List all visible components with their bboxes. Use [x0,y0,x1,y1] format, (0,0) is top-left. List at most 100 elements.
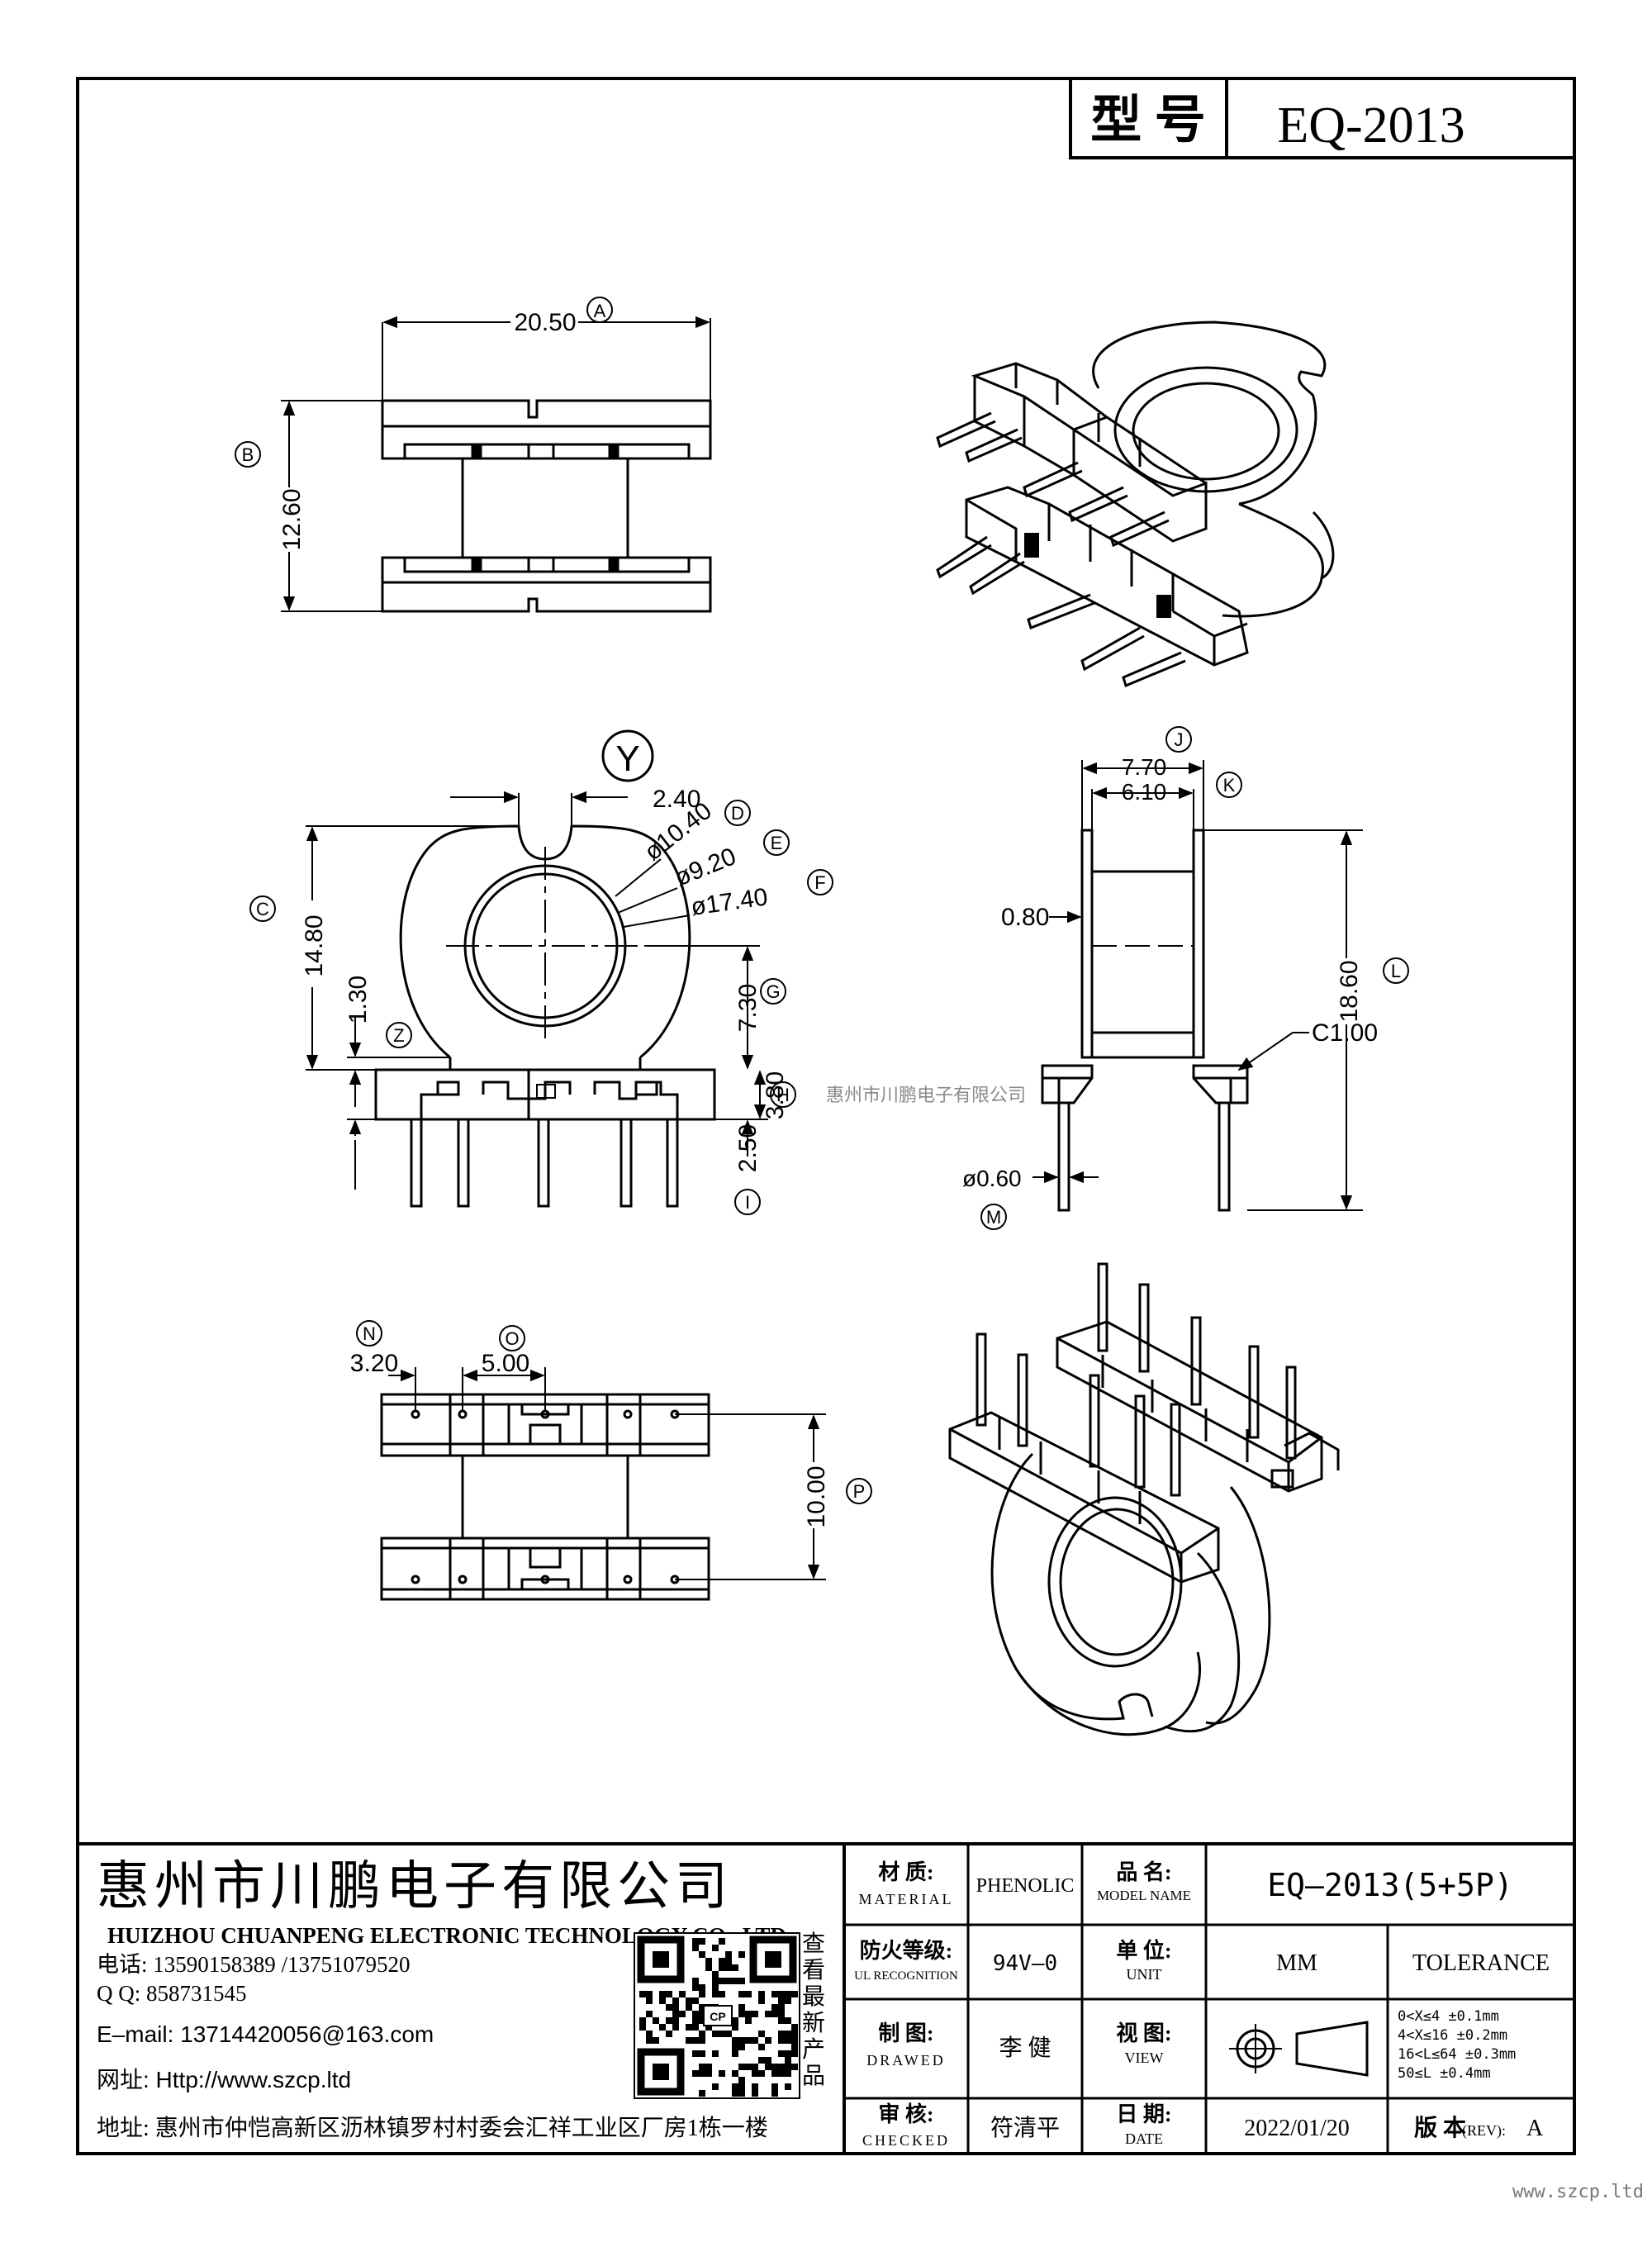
tag-p-circle [846,1478,872,1504]
qr-module [791,2031,798,2037]
qr-module [712,2031,719,2037]
qr-module [785,1997,791,2004]
tag-c-circle [249,895,276,922]
tol-row-1: 0<X≤4 ±0.1mm [1398,2008,1499,2025]
qr-module [745,2037,752,2044]
side-view-labels: 7.70 J 6.10 K 0.80 18.60 L C1.00 ø0.60 M [962,726,1409,1230]
qr-module [791,2050,798,2057]
qr-module [666,2031,672,2037]
dim-i: 2.50 [734,1124,762,1172]
qr-module [659,2024,666,2031]
tag-n: N [363,1323,376,1344]
qr-module [699,2031,705,2037]
qr-module [725,1951,732,1958]
material-label-en: MATERIAL [859,1891,954,1907]
dim-p: 10.00 [803,1465,830,1527]
dim-l: 18.60 [1336,960,1363,1022]
qr-module [699,1984,705,1991]
rev-small-label: (REV): [1462,2122,1506,2140]
tag-b: B [242,444,254,465]
qr-module [791,1991,798,1997]
tag-g-circle [760,978,786,1005]
qr-module [646,2031,653,2037]
qr-module [699,2037,705,2044]
qr-caption-2: 看 [802,1957,825,1983]
qr-module [699,2050,705,2057]
tag-o: O [505,1328,519,1349]
company-web: 网址: Http://www.szcp.ltd [97,2067,351,2092]
qr-module [672,1997,679,2004]
qr-module [771,1991,778,1997]
tol-row-4: 50≤L ±0.4mm [1398,2065,1491,2082]
qr-module [791,2037,798,2044]
projection-symbol [1229,2021,1369,2077]
tol-row-2: 4<X≤16 ±0.2mm [1398,2027,1507,2044]
model-name-value: EQ–2013(5+5P) [1267,1867,1512,1903]
qr-module [712,2083,719,2090]
tag-j: J [1175,729,1184,750]
tag-a-circle [586,297,613,323]
bottom-view [380,1367,826,1601]
rev-value: A [1526,2116,1544,2141]
qr-module [778,1991,785,1997]
dim-wall: 0.80 [1001,904,1049,931]
qr-module [771,2083,778,2090]
qr-module [732,2083,738,2090]
qr-module [785,2017,791,2024]
qr-module [758,2070,765,2077]
dim-g: 7.30 [734,984,762,1032]
tag-l: L [1391,961,1401,981]
qr-module [791,2064,798,2070]
qr-caption-4: 新 [802,2010,825,2036]
qr-module [778,2017,785,2024]
qr-module [785,2050,791,2057]
qr-module [692,2037,699,2044]
drawn-value: 李 健 [999,2035,1051,2061]
qr-module [639,2024,646,2031]
qr-module [758,2057,765,2064]
bottom-view-labels: N 3.20 O 5.00 10.00 P [350,1320,872,1528]
qr-module [732,2090,738,2097]
qr-module [758,1991,765,1997]
material-value: PHENOLIC [976,1875,1075,1897]
qr-module [732,1978,738,1984]
tag-c: C [256,899,269,919]
tag-h: H [776,1085,790,1105]
tag-i: I [745,1192,750,1213]
dim-slot: 2.40 [653,786,700,813]
tag-m-circle [980,1204,1007,1230]
site-footer: www.szcp.ltd [1512,2182,1644,2202]
qr-caption-1: 查 [802,1931,825,1957]
qr-module [785,2031,791,2037]
qr-module [758,2031,765,2037]
model-label: 型 号 [1090,93,1206,149]
tag-l-circle [1383,957,1409,984]
qr-module [659,1991,666,1997]
qr-module [699,2004,705,2011]
tag-h-circle [770,1081,796,1108]
qr-module [666,2017,672,2024]
tag-o-circle [499,1325,525,1351]
qr-module [692,2024,699,2031]
tag-p: P [853,1481,866,1502]
qr-module [732,2070,738,2077]
dim-f: ø17.40 [689,883,769,921]
qr-caption-6: 品 [802,2064,825,2089]
qr-module [699,2017,705,2024]
date-label-en: DATE [1125,2130,1163,2147]
qr-module [738,2077,745,2083]
qr-module [705,2024,712,2031]
qr-module [778,2031,785,2037]
qr-module [705,1964,712,1971]
qr-module [752,2083,758,2090]
qr-module [738,2064,745,2070]
qr-module [712,2050,719,2057]
qr-module [705,2070,712,2077]
qr-module [666,2004,672,2011]
dim-o: 5.00 [482,1350,529,1377]
qr-module [778,2064,785,2070]
qr-module [785,2083,791,2090]
qr-module [699,1951,705,1958]
tag-b-circle [235,441,261,468]
view-y-circle [601,729,654,782]
